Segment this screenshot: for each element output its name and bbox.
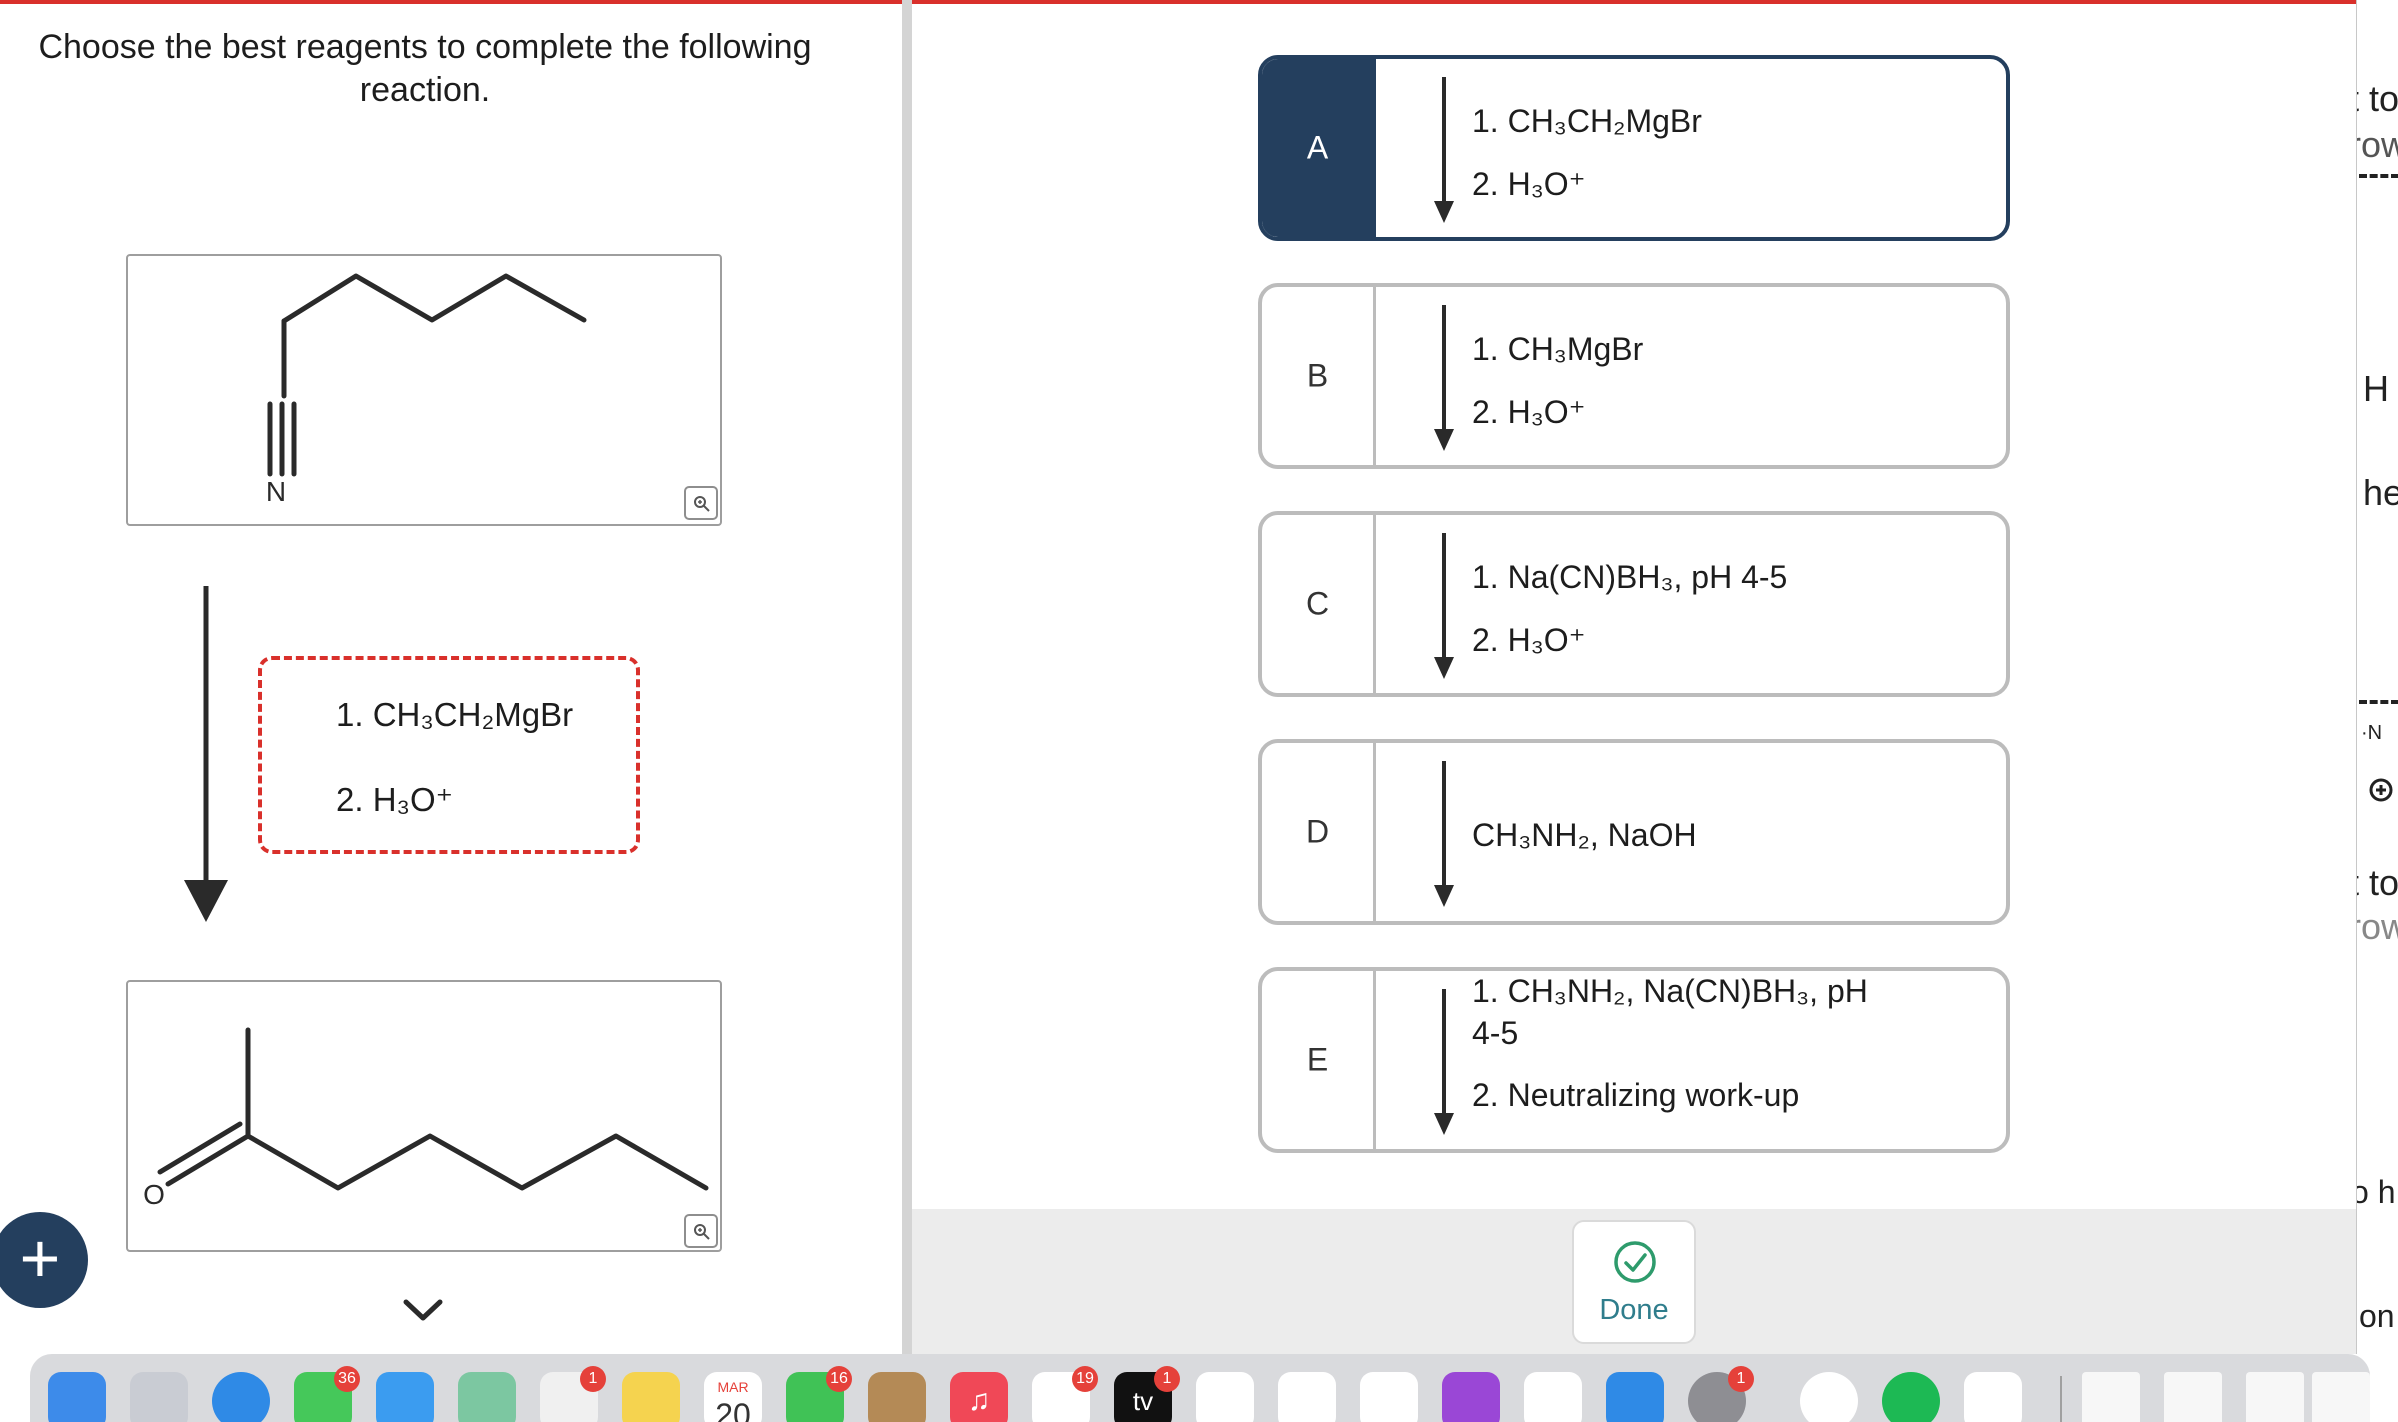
app-store-icon[interactable] (1606, 1372, 1664, 1422)
document-thumbnail-icon[interactable] (2246, 1372, 2304, 1422)
clipped-text: o h (2357, 1174, 2396, 1210)
clipped-text: ·N (2361, 722, 2383, 744)
clipped-dashed-line (2359, 700, 2398, 704)
word-icon[interactable] (1964, 1372, 2022, 1422)
reaction-arrow (184, 586, 228, 922)
clipped-text: he (2363, 472, 2398, 513)
numbers-icon[interactable] (1360, 1372, 1418, 1422)
down-arrow-icon (1434, 761, 1454, 907)
starting-material-box: N (126, 254, 722, 526)
option-line: CH₃NH₂, NaOH (1472, 817, 1697, 853)
option-line: 2. H₃O⁺ (1472, 622, 1586, 658)
photos-badge: 1 (580, 1366, 606, 1392)
calendar-day: 20 (715, 1397, 751, 1422)
music-icon[interactable]: ♫ (950, 1372, 1008, 1422)
option-b[interactable]: B 1. CH₃MgBr 2. H₃O⁺ (1258, 283, 2010, 469)
option-letter: A (1262, 59, 1376, 237)
reagent-line-2: 2. H₃O⁺ (336, 781, 454, 818)
document-thumbnail-icon[interactable] (2082, 1372, 2140, 1422)
maps-icon[interactable] (458, 1372, 516, 1422)
dock-separator (2060, 1376, 2062, 1422)
top-accent-line (0, 0, 2356, 4)
product-structure: O (143, 1027, 709, 1210)
add-button[interactable]: + (0, 1212, 88, 1308)
check-circle-icon (1614, 1241, 1656, 1283)
circle-plus-icon (2369, 778, 2393, 802)
option-line: 2. H₃O⁺ (1472, 394, 1586, 430)
clipped-text: t to (2357, 862, 2398, 903)
option-e[interactable]: E 1. CH₃NH₂, Na(CN)BH₃, pH 4-5 2. Neutra… (1258, 967, 2010, 1153)
finder-icon[interactable] (48, 1372, 106, 1422)
down-arrow-icon (1434, 989, 1454, 1135)
option-line: 4-5 (1472, 1015, 1519, 1051)
option-line: 1. CH₃MgBr (1472, 331, 1644, 367)
option-line: 2. Neutralizing work-up (1472, 1077, 1800, 1113)
clipped-dashed-line (2359, 174, 2398, 178)
oxygen-label: O (143, 1179, 165, 1210)
done-label: Done (1599, 1294, 1669, 1326)
mail-icon[interactable] (376, 1372, 434, 1422)
clipped-text: on (2359, 1298, 2395, 1334)
clipped-text: row (2357, 124, 2398, 165)
clipped-text: row (2357, 906, 2398, 947)
clipped-text: t to (2357, 78, 2398, 119)
appletv-label: tv (1132, 1386, 1154, 1416)
down-arrow-icon (1434, 305, 1454, 451)
macos-dock: MAR 20 ♫ tv (30, 1354, 2370, 1422)
nitrogen-label: N (266, 476, 286, 507)
option-letter: E (1262, 971, 1376, 1149)
background-window-edge: t to row H he ·N t to row o h on (2356, 0, 2398, 1354)
down-arrow-icon (1434, 533, 1454, 679)
clipped-text: H (2363, 368, 2389, 409)
option-line: 1. Na(CN)BH₃, pH 4-5 (1472, 559, 1788, 595)
chevron-down-icon[interactable] (400, 1296, 446, 1324)
document-thumbnail-icon[interactable] (2164, 1372, 2222, 1422)
podcasts-icon[interactable] (1442, 1372, 1500, 1422)
option-line: 1. CH₃CH₂MgBr (1472, 103, 1702, 139)
spotify-icon[interactable] (1882, 1372, 1940, 1422)
product-box: O (126, 980, 722, 1252)
zoom-product-button[interactable] (684, 1214, 718, 1248)
down-arrow-icon (1434, 77, 1454, 223)
reagent-line-1: 1. CH₃CH₂MgBr (336, 696, 574, 733)
option-a[interactable]: A 1. CH₃CH₂MgBr 2. H₃O⁺ (1258, 55, 2010, 241)
zoom-starting-material-button[interactable] (684, 486, 718, 520)
question-prompt: Choose the best reagents to complete the… (38, 28, 812, 109)
option-letter: B (1262, 287, 1376, 465)
safari-icon[interactable] (212, 1372, 270, 1422)
document-thumbnail-icon[interactable] (2312, 1372, 2370, 1422)
option-letter: D (1262, 743, 1376, 921)
calendar-icon[interactable]: MAR 20 (704, 1372, 762, 1422)
option-letter: C (1262, 515, 1376, 693)
contacts-icon[interactable] (868, 1372, 926, 1422)
option-line: 2. H₃O⁺ (1472, 166, 1586, 202)
calendar-month: MAR (717, 1379, 749, 1395)
news-icon[interactable] (1278, 1372, 1336, 1422)
reminders-badge: 19 (1072, 1366, 1098, 1392)
question-panel: Choose the best reagents to complete the… (0, 4, 902, 1354)
chrome-icon[interactable] (1800, 1372, 1858, 1422)
appletv-badge: 1 (1154, 1366, 1180, 1392)
option-line: 1. CH₃NH₂, Na(CN)BH₃, pH (1472, 973, 1868, 1009)
messages-badge: 36 (334, 1366, 360, 1392)
pages-icon[interactable] (1524, 1372, 1582, 1422)
facetime-badge: 16 (826, 1366, 852, 1392)
launchpad-icon[interactable] (130, 1372, 188, 1422)
option-d[interactable]: D CH₃NH₂, NaOH (1258, 739, 2010, 925)
starting-material-structure: N (266, 273, 587, 507)
reagent-drop-zone[interactable] (258, 656, 640, 854)
settings-badge: 1 (1728, 1366, 1754, 1392)
magnify-icon (694, 1224, 710, 1240)
option-c[interactable]: C 1. Na(CN)BH₃, pH 4-5 2. H₃O⁺ (1258, 511, 2010, 697)
done-button[interactable]: Done (1572, 1220, 1696, 1344)
magnify-icon (694, 496, 710, 512)
notes-icon[interactable] (622, 1372, 680, 1422)
panel-divider[interactable] (902, 0, 912, 1354)
keynote-icon[interactable] (1196, 1372, 1254, 1422)
